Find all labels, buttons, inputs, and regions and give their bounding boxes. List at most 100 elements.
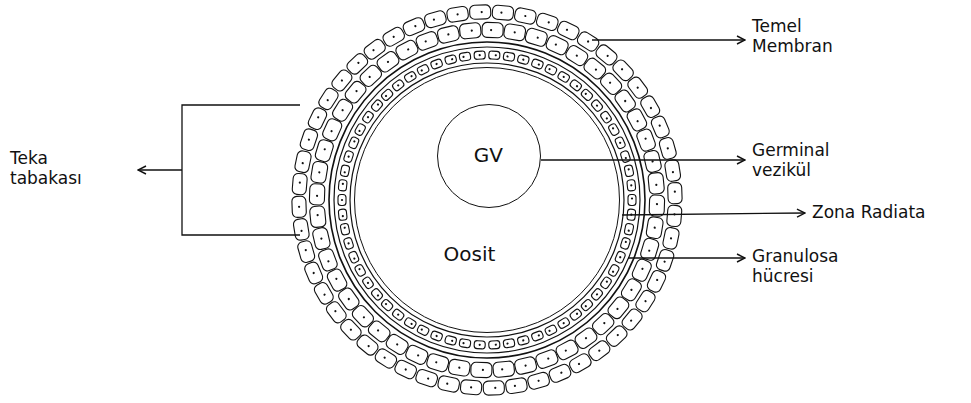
cell: [590, 99, 603, 113]
germinal-vesicle-circle: GV: [437, 104, 541, 208]
cell: [404, 71, 418, 84]
cell: [600, 276, 613, 290]
cell: [309, 184, 325, 205]
cell: [517, 335, 530, 345]
cell: [391, 308, 405, 321]
cell: [557, 317, 571, 330]
cell: [650, 115, 671, 140]
cell: [416, 64, 429, 76]
cell: [354, 264, 366, 277]
leader-line: [138, 169, 182, 170]
cell: [474, 51, 485, 60]
cell: [568, 352, 593, 375]
cell: [664, 159, 681, 182]
cell: [459, 22, 481, 39]
cell: [505, 377, 528, 394]
cell: [338, 179, 347, 191]
cell: [430, 58, 443, 69]
cell: [489, 51, 500, 60]
cell: [503, 23, 526, 41]
cell: [648, 172, 665, 194]
cell: [391, 79, 405, 92]
cell: [524, 27, 548, 47]
cell: [404, 317, 418, 330]
cell: [425, 352, 449, 372]
cell: [436, 25, 460, 44]
cell: [535, 12, 559, 32]
cell: [293, 218, 310, 241]
cell: [569, 79, 583, 92]
cell: [483, 381, 504, 396]
cell: [514, 7, 537, 25]
cell: [446, 6, 469, 23]
cell: [668, 182, 683, 203]
cell: [544, 324, 557, 336]
cell: [646, 269, 668, 294]
cell: [639, 94, 662, 119]
part-label: Temel Membran: [752, 16, 862, 57]
cell: [338, 209, 347, 221]
cell: [314, 138, 334, 162]
cell: [294, 150, 312, 173]
leader-line: [622, 213, 805, 215]
cell: [340, 165, 350, 177]
bracket: [182, 105, 300, 235]
zona-radiata-ring: [350, 63, 624, 337]
basement-membrane: [329, 42, 645, 358]
cell: [460, 379, 482, 395]
cell: [448, 359, 471, 377]
leader-line: [541, 159, 745, 160]
cell: [649, 195, 665, 216]
cell: [292, 173, 308, 195]
cell: [517, 54, 530, 64]
cell: [489, 341, 500, 350]
cell: [307, 106, 329, 131]
cell: [313, 281, 336, 306]
cell: [531, 330, 544, 341]
cell: [527, 371, 551, 390]
cell: [493, 361, 515, 378]
cell: [534, 348, 559, 369]
cell: [548, 363, 573, 384]
part-label: Teka tabakası: [10, 148, 120, 189]
cell: [580, 298, 593, 311]
cell: [370, 288, 383, 302]
cell: [608, 264, 620, 277]
cell: [469, 5, 490, 20]
cell: [299, 128, 319, 152]
part-label: Germinal vezikül: [752, 140, 862, 181]
cell: [297, 240, 316, 264]
cell: [614, 251, 626, 264]
cell: [310, 161, 328, 184]
cell: [430, 330, 443, 341]
cell: [569, 308, 583, 321]
cell: [624, 223, 634, 235]
cell: [628, 195, 636, 206]
cell: [646, 216, 664, 239]
cell: [643, 149, 662, 173]
cell: [608, 123, 620, 136]
cell: [415, 368, 439, 388]
cell: [380, 298, 393, 311]
leader-line: [592, 39, 745, 40]
cell: [312, 227, 331, 251]
part-label: Granulosa hücresi: [752, 246, 872, 287]
cell: [544, 64, 557, 76]
cell: [393, 359, 418, 381]
cell: [471, 362, 492, 378]
cell: [624, 165, 634, 177]
cell: [600, 110, 613, 124]
cell: [354, 123, 366, 136]
cell: [666, 205, 682, 227]
node-label: Oosit: [444, 242, 496, 266]
cell: [340, 223, 350, 235]
cell: [459, 52, 471, 62]
cell: [514, 356, 538, 375]
cell: [416, 324, 429, 336]
cell: [590, 288, 603, 302]
cell: [482, 22, 503, 38]
cell: [459, 339, 471, 349]
cell: [370, 99, 383, 113]
cell: [380, 88, 393, 101]
